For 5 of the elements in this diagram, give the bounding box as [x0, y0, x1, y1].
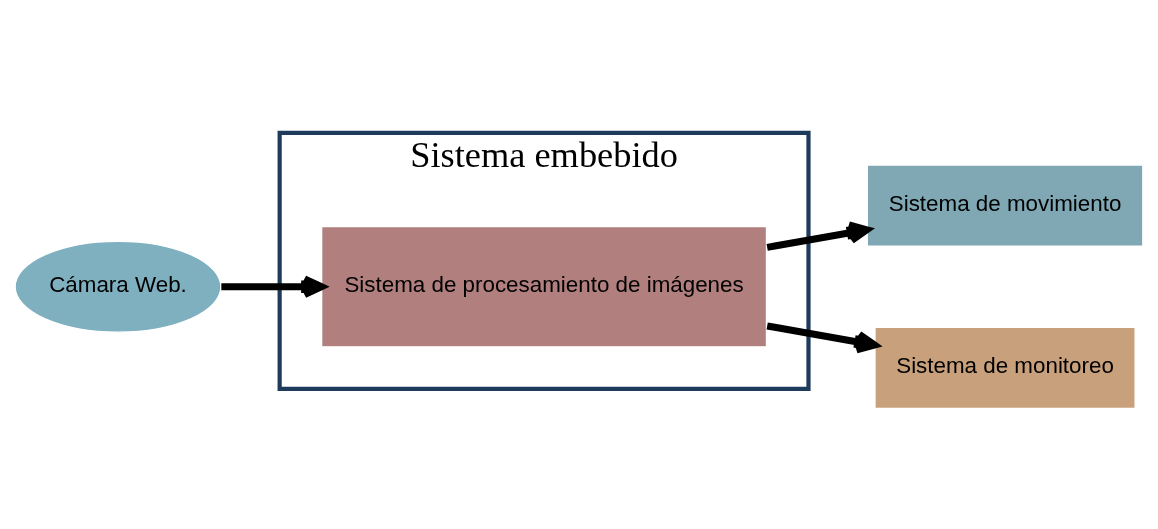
node-box: Sistema de monitoreo: [874, 326, 1136, 409]
node-ellipse: Cámara Web.: [14, 240, 222, 333]
node-box: Sistema de procesamiento de imágenes: [320, 225, 768, 348]
arrow: [766, 220, 872, 251]
node-box: Sistema de movimiento: [866, 163, 1144, 247]
